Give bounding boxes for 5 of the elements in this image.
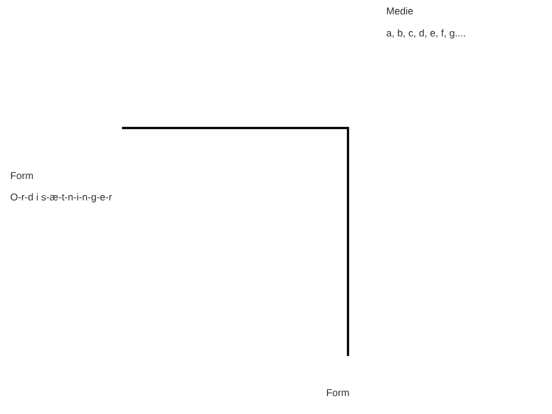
label-text: a, b, c, d, e, f, g.... (386, 29, 466, 38)
label-text: Form (327, 389, 349, 396)
label-text: O-r-d i s-æ-t-n-i-n-g-e-r (10, 193, 112, 202)
label-text: Form (11, 172, 33, 180)
label-text: Medie (387, 7, 413, 14)
